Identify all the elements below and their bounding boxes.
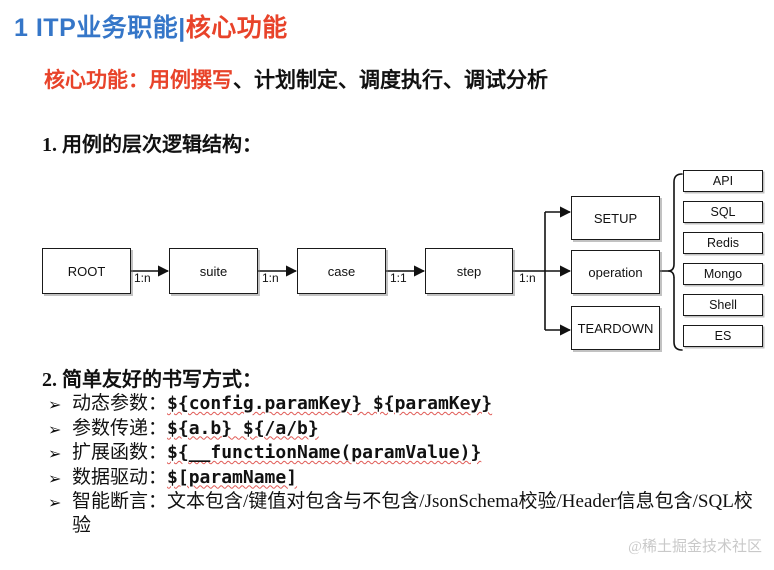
list-item-label: 扩展函数： [72, 442, 168, 464]
list-item: ➢ 扩展函数：${__functionName(paramValue)} [48, 441, 764, 465]
list-item-content: 扩展函数：${__functionName(paramValue)} [72, 441, 764, 465]
list-item-label: 智能断言： [72, 491, 168, 513]
list-item-content: 智能断言：文本包含/键值对包含与不包含/JsonSchema校验/Header信… [72, 490, 764, 537]
subtitle-highlight: 核心功能：用例撰写 [44, 68, 233, 92]
diagram-node-suite: suite [169, 248, 258, 294]
list-item: ➢ 参数传递：${a.b} ${/a/b} [48, 417, 764, 441]
watermark: @稀土掘金技术社区 [628, 539, 762, 555]
bullet-arrow-icon: ➢ [48, 395, 62, 414]
writing-style-list: ➢ 动态参数：${config.paramKey} ${paramKey} ➢ … [48, 392, 764, 538]
page-title: 1 ITP业务职能|核心功能 [14, 8, 288, 44]
diagram-node-setup: SETUP [571, 196, 660, 240]
diagram-node-protocol-shell: Shell [683, 294, 763, 316]
list-item-label: 数据驱动： [72, 466, 168, 488]
list-item-content: 数据驱动：$[paramName] [72, 466, 764, 490]
bullet-arrow-icon: ➢ [48, 493, 62, 513]
bullet-arrow-icon: ➢ [48, 468, 62, 488]
list-item-code: $[paramName] [167, 466, 298, 488]
list-item: ➢ 智能断言：文本包含/键值对包含与不包含/JsonSchema校验/Heade… [48, 490, 764, 537]
diagram-node-protocol-sql: SQL [683, 201, 763, 223]
diagram-node-case: case [297, 248, 386, 294]
edge-label-case-step: 1:1 [390, 271, 407, 285]
diagram-node-step: step [425, 248, 513, 294]
list-item-content: 参数传递：${a.b} ${/a/b} [72, 417, 764, 441]
diagram-node-protocol-redis: Redis [683, 232, 763, 254]
bullet-arrow-icon: ➢ [48, 419, 62, 439]
diagram-node-root: ROOT [42, 248, 131, 294]
list-item-text: 文本包含/键值对包含与不包含/JsonSchema校验/Header信息包含/S… [72, 491, 753, 536]
edge-label-suite-case: 1:n [262, 271, 279, 285]
section-heading-1: 1. 用例的层次逻辑结构： [42, 134, 262, 156]
edge-label-step-branch: 1:n [519, 271, 536, 285]
usecase-hierarchy-diagram: ROOT suite case step SETUP operation TEA… [0, 160, 774, 360]
list-item-code: ${config.paramKey} ${paramKey} [167, 393, 493, 414]
diagram-node-teardown: TEARDOWN [571, 306, 660, 350]
subtitle: 核心功能：用例撰写、计划制定、调度执行、调试分析 [44, 64, 548, 94]
list-item-content: 动态参数：${config.paramKey} ${paramKey} [72, 392, 764, 416]
section-heading-2: 2. 简单友好的书写方式： [42, 369, 262, 391]
list-item-label: 参数传递： [72, 417, 168, 439]
list-item-label: 动态参数： [72, 393, 168, 414]
page-title-accent: 核心功能 [185, 14, 288, 42]
page-title-primary: 1 ITP业务职能| [14, 14, 186, 42]
list-item: ➢ 动态参数：${config.paramKey} ${paramKey} [48, 392, 764, 416]
list-item-code: ${__functionName(paramValue)} [167, 442, 482, 464]
diagram-node-operation: operation [571, 250, 660, 294]
diagram-node-protocol-es: ES [683, 325, 763, 347]
subtitle-rest: 、计划制定、调度执行、调试分析 [233, 68, 548, 92]
diagram-node-protocol-api: API [683, 170, 763, 192]
diagram-connectors [131, 173, 683, 351]
edge-label-root-suite: 1:n [134, 271, 151, 285]
diagram-node-protocol-mongo: Mongo [683, 263, 763, 285]
list-item: ➢ 数据驱动：$[paramName] [48, 466, 764, 490]
list-item-code: ${a.b} ${/a/b} [167, 417, 319, 439]
bullet-arrow-icon: ➢ [48, 444, 62, 464]
